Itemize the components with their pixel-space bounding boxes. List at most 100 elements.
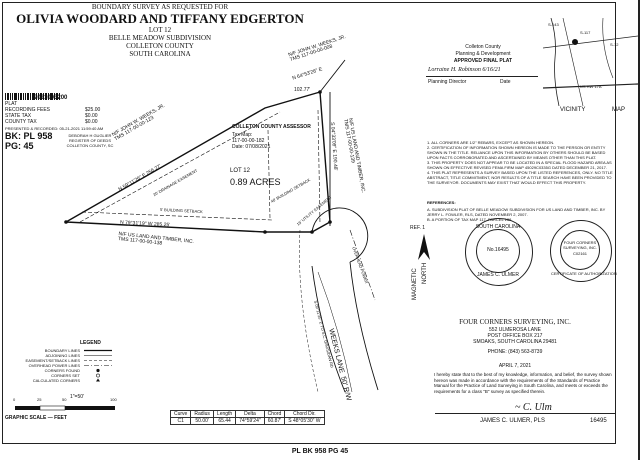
scale-text: 1"=50' [70,394,84,400]
legend-title: LEGEND [80,340,101,346]
barcode [5,87,60,100]
note-3: 3. THIS PROPERTY DOES NOT APPEAR TO BE L… [427,160,612,170]
note-2: 2. CERTIFICATION OF INFORMATION SHOWN HE… [427,145,606,160]
header-subdivision: BELLE MEADOW SUBDIVISION [108,34,212,42]
lot-label: LOT 12 [230,168,250,174]
scale-tick-0: 0 [13,397,16,402]
corner-marker [64,220,68,224]
fee-row-1: RECORDING FEES$25.00 [5,107,101,113]
doc-number: 2021003200 [34,95,68,101]
assessor-taxmap-label: Tax Map: [232,132,253,138]
header-line1: BOUNDARY SURVEY AS REQUESTED FOR [91,3,229,11]
firm-addr1: 552 ULMEROSA LANE [489,327,541,333]
register-note: DEBORAH H GUGLIER REGISTER OF DEEDS COLL… [66,133,114,148]
legend-labels: BOUNDARY LINES ADJOINING LINES EASEMENT/… [10,348,80,383]
drainage-easement-line [79,111,281,223]
corner-marker [310,230,314,234]
road-edge-left [311,265,346,393]
approval-signature: Lorraine H. Robinson 6/16/21 [428,67,501,73]
approval-status: APPROVED FINAL PLAT [453,58,513,64]
firm-phone: PHONE: (843) 563-8739 [487,349,543,355]
lot-acres: 0.89 ACRES [230,177,281,187]
signature-line [426,76,538,77]
vicinity-title: VICINITY [560,107,586,113]
table-row: C1 50.00' 65.44 74°59'24" 60.87' S 48°05… [169,417,325,425]
adjoining-line-top [319,59,346,93]
cul-de-sac [311,207,369,263]
plat-label: PLAT [5,101,18,107]
surveyor-seal: SOUTH CAROLINA No.16495 JAMES C. ULMER [465,218,533,286]
legend-item: CALCULATED CORNERS [32,378,80,383]
scale-tick-50: 50 [62,397,67,402]
fee-row-3: COUNTY TAX$0.00 [5,119,98,125]
legend-symbols [84,349,112,382]
setback-line [81,211,273,221]
north-word: NORTH [422,262,428,284]
firm-seal: FOUR CORNERS SURVEYING, INC. C02161 CERT… [550,220,617,282]
note-1: 1. ALL CORNERS ARE 1/2" REBARS, EXCEPT A… [427,140,555,145]
survey-date: APRIL 7, 2021 [498,363,532,369]
firm-name: FOUR CORNERS SURVEYING, INC. [459,318,571,326]
bearing-top-dist: 102.77' [294,87,311,93]
graphic-scale [15,405,115,411]
notes-block: 1. ALL CORNERS ARE 1/2" REBARS, EXCEPT A… [427,140,617,185]
road-label-3: S-12 [610,42,619,47]
approval-role: Planning Director [428,79,467,85]
header-names: OLIVIA WOODARD AND TIFFANY EDGERTON [16,11,304,26]
overhead-power-line [349,229,376,301]
setback-line-side [267,129,271,219]
road-label-2: S-117 [580,30,591,35]
approval-county: Colleton County [465,44,501,50]
scale-label: GRAPHIC SCALE — FEET [5,415,67,421]
header-county: COLLETON COUNTY [126,42,194,50]
surveyor-license: 16495 [590,418,607,424]
presented-recorded: PRESENTED & RECORDED: 05-21-2021 11:59:4… [5,126,104,131]
certification-text: I hereby state that to the best of my kn… [434,372,612,394]
road-edge-outer [299,229,319,393]
legend-item: BOUNDARY LINES [44,348,80,353]
legend-item: CORNERS SET [51,373,80,378]
fee-row-2: STATE TAX$0.00 [5,113,98,119]
scale-tick-25: 25 [37,397,42,402]
sheet-border [2,2,616,444]
footer-book-page: PL BK 958 PG 45 [291,448,349,455]
approval-date-label: Date [500,79,511,85]
curve-table: Curve Radius Length Delta Chord Chord Di… [169,410,325,425]
legend-item: EASEMENT/SETBACK LINES [25,358,80,363]
road-centerline [317,271,353,393]
approval-dept: Planning & Development [455,51,511,57]
reference-a: A. SUBDIVISION PLAT OF BELLE MEADOW SUBD… [427,207,606,217]
firm-addr2: POST OFFICE BOX 217 [487,333,543,339]
legend-item: CORNERS FOUND [44,368,80,373]
note-4: 4. THIS PLAT REPRESENTS A SURVEY BASED U… [427,170,613,185]
surveyor-name: JAMES C. ULMER, PLS [480,418,546,424]
header-lot: LOT 12 [148,26,172,34]
reference-b: B. A PORTION OF TAX MAP 117, PARCEL 138 [427,217,512,222]
legend-item: ADJOINING LINES [45,353,80,358]
legend-item: OVERHEAD POWER LINES [28,363,80,368]
vicinity-map [542,17,639,107]
assessor-title: COLLETON COUNTY ASSESSOR [232,124,311,130]
north-arrow-icon [418,234,430,260]
corner-marker [263,230,267,234]
references-title: REFERENCES: [427,200,456,205]
utility-easement-line [317,109,321,225]
road-label-1: S-143 [548,22,559,27]
references-block: A. SUBDIVISION PLAT OF BELLE MEADOW SUBD… [427,207,617,222]
book-number: BK: PL 958 [5,131,53,141]
firm-addr3: SMOAKS, SOUTH CAROLINA 29481 [473,339,557,345]
north-label: MAGNETIC [412,268,418,300]
corner-marker [318,90,322,94]
ref-label: REF. 1 [410,225,426,231]
page-number: PG: 45 [5,141,34,151]
road-label-4: US HW 17A [580,84,602,89]
curve-table-header: Curve Radius Length Delta Chord Chord Di… [169,410,325,418]
vicinity-map-label: MAP [612,107,626,113]
header-state: SOUTH CAROLINA [129,50,191,58]
road-edge-right [349,261,379,391]
scale-tick-100: 100 [110,397,117,402]
assessor-taxmap: 117-00-00-182 [232,138,265,144]
corner-marker [328,220,332,224]
